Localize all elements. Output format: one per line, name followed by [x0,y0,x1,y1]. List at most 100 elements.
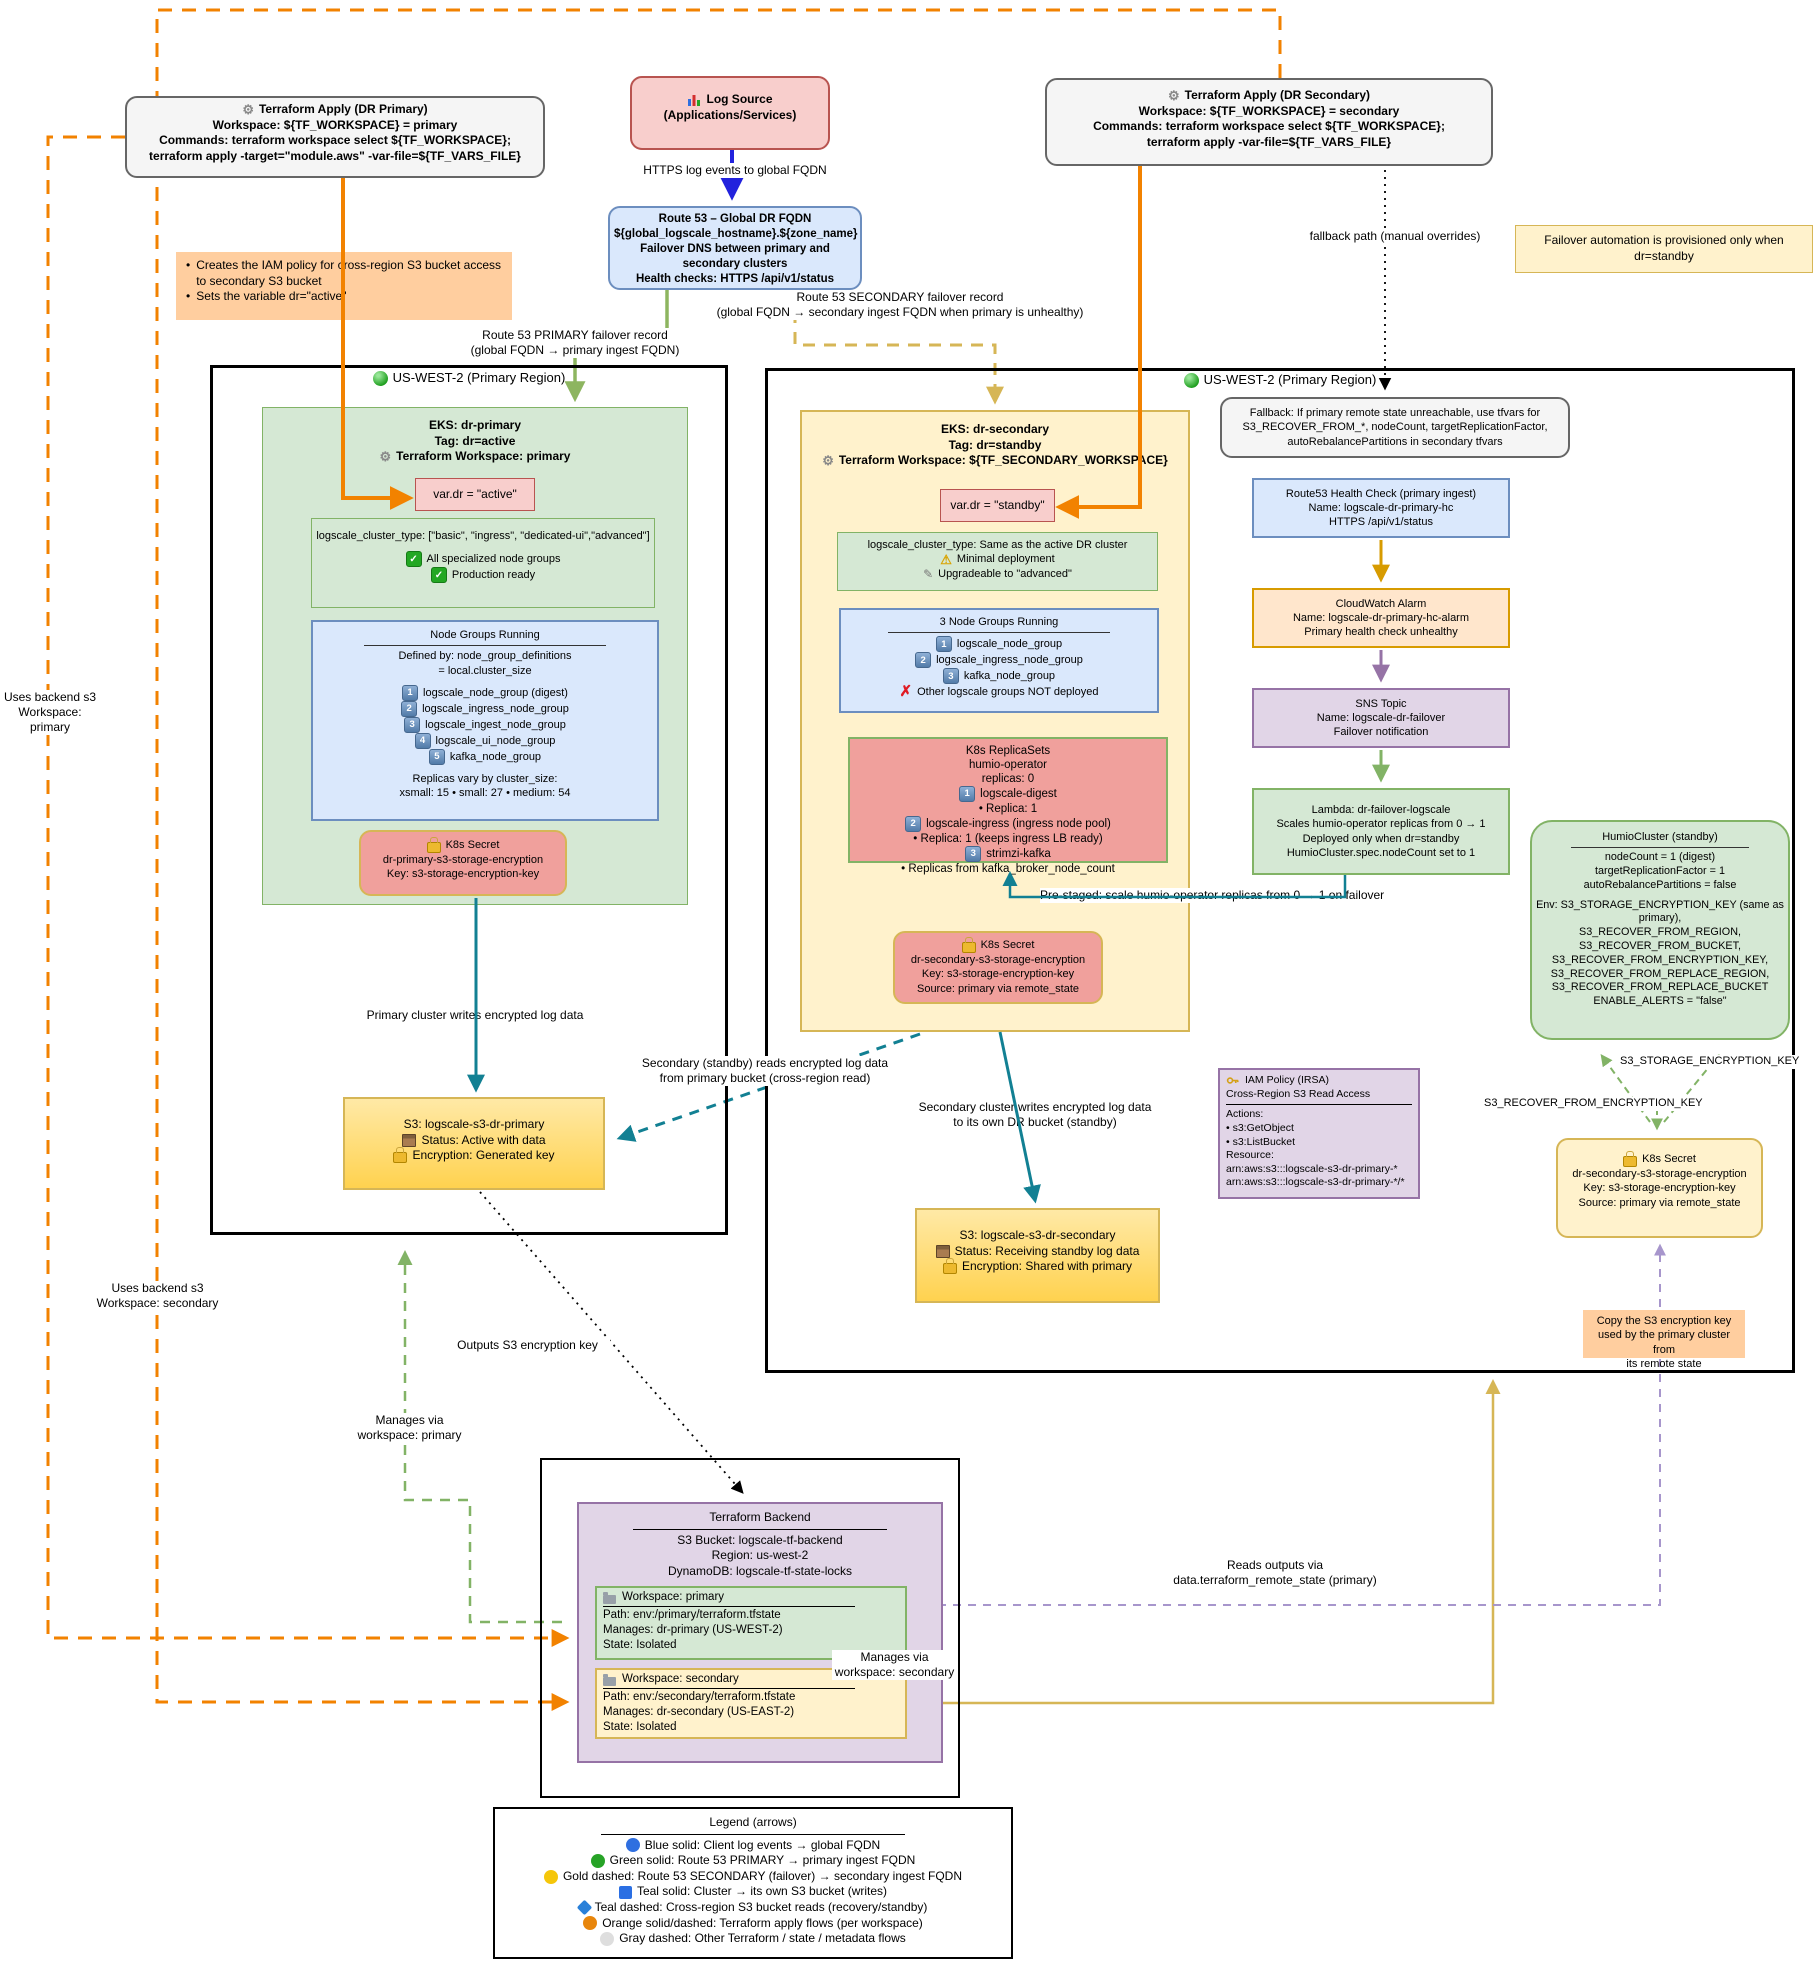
s3-secondary-encryption: Encryption: Shared with primary [961,1259,1133,1274]
secondary-cluster-type: logscale_cluster_type: Same as the activ… [867,539,1128,551]
orange-circle-icon [583,1916,598,1931]
divider [603,1687,855,1689]
folder-icon [603,1591,616,1604]
lambda-failover-box: Lambda: dr-failover-logscale Scales humi… [1252,788,1510,875]
secondary-upgradeable: Upgradeable to "advanced" [938,567,1072,580]
apply-note: • Creates the IAM policy for cross-region… [176,252,512,320]
lock-icon [961,937,976,953]
replicasets-box: K8s ReplicaSets humio-operator replicas:… [848,737,1168,875]
log-source-title: Log Source [706,92,773,106]
replicasets-header: K8s ReplicaSets humio-operator replicas:… [965,745,1051,786]
label-secondary-writes: Secondary cluster writes encrypted log d… [880,1100,1190,1130]
wrench-hammer-icon: ⚙ [242,102,254,118]
divider [632,1528,888,1530]
eks-secondary-tag: Tag: dr=standby [948,437,1042,452]
arrow-reads-remote-state [908,1243,1666,1606]
node-groups-replicas: Replicas vary by cluster_size: xsmall: 1… [399,772,571,800]
ws-primary-header: Workspace: primary [622,1591,725,1603]
arrow-storage-key-left [1600,1054,1651,1123]
badge-3-icon: 3 [404,716,421,733]
badge-5-icon: 5 [428,748,445,765]
secondary-minimal: Minimal deployment [956,553,1055,566]
key-icon [1226,1077,1239,1085]
eks-primary-name: EKS: dr-primary [428,418,522,432]
apply-note-bullet1: Creates the IAM policy for cross-region … [196,258,501,288]
x-icon: ✗ [899,683,913,701]
primary-secret-lines: dr-primary-s3-storage-encryption Key: s3… [382,854,544,881]
badge-1-icon: 1 [959,786,976,803]
iam-body: Actions: • s3:GetObject • s3:ListBucket … [1226,1108,1405,1189]
badge-4-icon: 4 [414,732,431,749]
gold-circle-icon [543,1869,558,1884]
replicaset-item: strimzi-kafka [986,848,1051,861]
green-status-icon [372,370,388,386]
label-uses-backend-secondary: Uses backend s3 Workspace: secondary [95,1281,220,1311]
s3-primary-encryption: Encryption: Generated key [412,1148,555,1163]
legend-item: Orange solid/dashed: Terraform apply flo… [499,1916,1007,1932]
divider [1226,1104,1412,1106]
divider [600,1833,906,1835]
legend-item: Gold dashed: Route 53 SECONDARY (failove… [499,1869,1007,1885]
copied-k8s-secret-box: K8s Secret dr-secondary-s3-storage-encry… [1556,1138,1763,1238]
var-dr-active-box: var.dr = "active" [415,478,535,511]
humiocluster-title: HumioCluster (standby) [1602,831,1718,843]
bullet: • [186,289,191,304]
primary-cluster-type: logscale_cluster_type: ["basic", "ingres… [316,530,650,542]
label-cross-region-read: Secondary (standby) reads encrypted log … [610,1056,920,1086]
legend-text: Green solid: Route 53 PRIMARY → primary … [609,1853,916,1868]
replicaset-item: logscale-digest [980,788,1057,801]
label-secondary-failover-record: Route 53 SECONDARY failover record (glob… [690,290,1110,320]
tf-primary-commands: Workspace: ${TF_WORKSPACE} = primary Com… [149,117,521,163]
node-group-item: logscale_ingress_node_group [422,702,569,715]
divider [888,632,1110,634]
lock-icon [942,1258,957,1275]
primary-check1: All specialized node groups [426,553,561,566]
legend-text: Gold dashed: Route 53 SECONDARY (failove… [562,1868,963,1883]
node-group-item: logscale_ui_node_group [435,734,556,747]
lock-icon [1623,1151,1638,1167]
tf-primary-title: Terraform Apply (DR Primary) [258,102,428,116]
ws-secondary-header: Workspace: secondary [622,1673,739,1685]
label-https-log-events: HTTPS log events to global FQDN [585,163,885,178]
secret-title: K8s Secret [980,939,1035,952]
legend-item: Blue solid: Client log events → global F… [499,1838,1007,1854]
replicaset-item: logscale-ingress (ingress node pool) [926,818,1111,831]
label-prestaged: Pre-staged: scale humio-operator replica… [1040,888,1440,903]
secondary-region-box [765,368,1795,1373]
primary-region-box [210,365,728,1235]
humiocluster-params: nodeCount = 1 (digest) targetReplication… [1583,851,1737,891]
label-primary-failover-record: Route 53 PRIMARY failover record (global… [420,328,730,358]
label-uses-backend-primary: Uses backend s3 Workspace: primary [0,690,100,735]
legend-text: Orange solid/dashed: Terraform apply flo… [602,1915,923,1930]
badge-2-icon: 2 [915,652,932,669]
s3-primary-bucket-box: S3: logscale-s3-dr-primary Status: Activ… [343,1097,605,1190]
blue-diamond-icon [576,1899,592,1916]
backend-outer-box [540,1458,960,1798]
green-status-icon [1183,372,1199,388]
label-outputs-key: Outputs S3 encryption key [445,1338,610,1353]
green-circle-icon [590,1853,605,1868]
secondary-region-title: US-WEST-2 (Primary Region) [1203,372,1377,387]
primary-k8s-secret-box: K8s Secret dr-primary-s3-storage-encrypt… [359,830,567,896]
ws-secondary-body: Path: env:/secondary/terraform.tfstate M… [603,1690,796,1733]
node-group-item: kafka_node_group [449,750,542,763]
node-group-item: kafka_node_group [963,670,1056,683]
s3-secondary-status: Status: Receiving standby log data [954,1243,1140,1258]
eks-secondary-workspace: Terraform Workspace: ${TF_SECONDARY_WORK… [838,453,1168,468]
replicaset-detail: • Replica: 1 [978,803,1038,816]
label-storage-encryption-key: S3_STORAGE_ENCRYPTION_KEY [1620,1055,1816,1069]
check-icon: ✓ [405,551,422,568]
legend-text: Gray dashed: Other Terraform / state / m… [619,1931,906,1946]
divider [364,645,606,647]
legend-item: Teal solid: Cluster → its own S3 bucket … [499,1884,1007,1900]
badge-1-icon: 1 [402,684,419,701]
check-icon: ✓ [430,567,447,584]
fallback-note-box: Fallback: If primary remote state unreac… [1220,397,1570,458]
node-group-item: logscale_ingest_node_group [425,718,566,731]
wrench-hammer-icon: ⚙ [1167,88,1180,104]
primary-node-groups-box: Node Groups Running Defined by: node_gro… [311,620,659,821]
legend-item: Green solid: Route 53 PRIMARY → primary … [499,1853,1007,1869]
eks-secondary-name: EKS: dr-secondary [940,422,1050,436]
